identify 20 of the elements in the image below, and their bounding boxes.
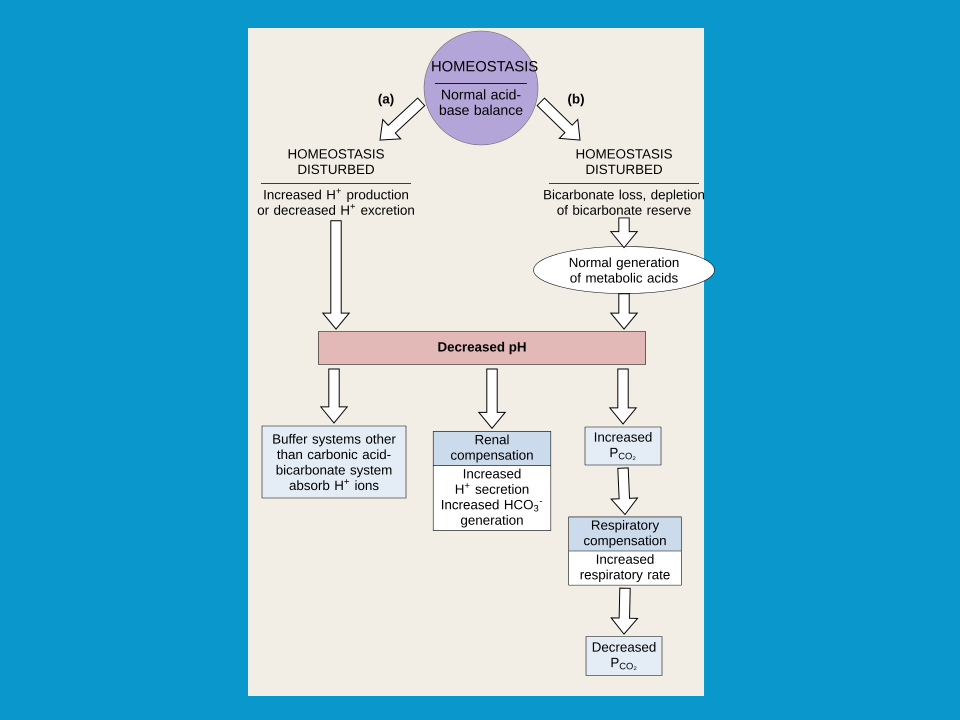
block-arrow [610,467,639,516]
block-arrow [478,368,506,430]
process-box: Buffer systems other than carbonic acid-bicarbonate system absorb H$^{+}$ ions [262,426,406,498]
process-box: Increased P$_{CO₂}$ [584,426,662,466]
edge-label: (a) [378,94,394,106]
block-arrow [610,293,638,330]
block-arrow [608,368,638,425]
node-label: Respiratory compensation [584,520,666,548]
compensation-box: Renal compensation Increased H$^{+}$ secretion Increased HCO$_{3}$- generation [432,431,552,531]
node-label: Renal compensation [451,434,533,462]
block-arrow [610,217,638,248]
block-arrow [322,220,350,330]
compensation-box: Respiratory compensation Increased respiratory rate [568,516,682,586]
result-bar: Decreased pH [318,331,646,365]
process-box: Decreased P$_{CO₂}$ [586,636,662,676]
edge-label: (b) [568,94,584,106]
disturbance-text: HOMEOSTASIS DISTURBED Bicarbonate loss, depletion of bicarbonate reserve [544,149,704,215]
disturbance-text: HOMEOSTASIS DISTURBED Increased H$^{+}$ production or decreased H$^{+}$ excretion [258,149,414,215]
block-arrow [320,368,348,424]
block-arrow [610,588,639,635]
